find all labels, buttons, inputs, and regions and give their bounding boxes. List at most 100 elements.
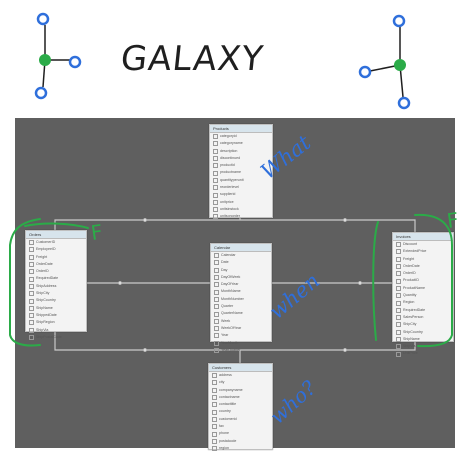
field-label: quantityperunit [220,177,244,182]
field-label: Year [221,333,229,338]
table-field-row[interactable]: Date [211,259,271,266]
table-field-row[interactable]: ShipName [393,336,453,343]
table-field-row[interactable]: categoryname [210,140,272,147]
table-field-row[interactable]: QuarterName [211,310,271,317]
table-field-row[interactable]: ShipCountry [26,297,86,304]
table-field-row[interactable]: contacttitle [209,401,272,408]
table-field-row[interactable]: ShipPostalCode [26,334,86,341]
table-field-row[interactable]: ShippedDate [26,312,86,319]
table-field-row[interactable]: OrderID [393,270,453,277]
table-field-row[interactable]: MonthName [211,288,271,295]
field-checkbox [29,320,34,326]
field-checkbox [396,285,401,291]
field-label: ShipName [403,336,420,341]
table-field-row[interactable]: phone [209,430,272,437]
table-field-row[interactable]: postalcode [209,438,272,445]
table-field-row[interactable]: address [209,372,272,379]
table-field-row[interactable]: ProductID [393,277,453,284]
table-field-row[interactable]: DayOfYear [211,281,271,288]
table-field-row[interactable]: ExtendedPrice [393,248,453,255]
table-field-row[interactable]: SalesPerson [393,314,453,321]
table-field-row[interactable]: CustomerID [26,239,86,246]
field-checkbox [396,307,401,313]
table-field-row[interactable]: unitsinstock [210,206,272,213]
table-field-row[interactable]: Day [211,267,271,274]
field-checkbox [29,247,34,253]
table-field-row[interactable]: YearQuarter [211,347,271,354]
table-field-row[interactable]: fax [209,423,272,430]
table-field-row[interactable]: Region [393,299,453,306]
field-checkbox [213,185,218,191]
table-field-row[interactable]: MonthNumber [211,296,271,303]
field-checkbox [29,291,34,297]
table-field-row[interactable]: RequiredDate [393,307,453,314]
table-field-row[interactable]: Freight [26,254,86,261]
table-field-row[interactable]: OrderDate [393,263,453,270]
table-field-row[interactable]: companyname [209,387,272,394]
table-field-row[interactable]: Calendar [211,252,271,259]
field-checkbox [214,289,219,295]
table-field-row[interactable]: description [210,148,272,155]
table-field-row[interactable]: Year [211,332,271,339]
field-label: country [219,409,231,414]
table-field-row[interactable]: country [209,408,272,415]
field-label: unitprice [220,199,234,204]
table-field-row[interactable]: WeekOfYear [211,325,271,332]
field-label: Date [221,260,229,265]
table-field-row[interactable]: unitprice [210,199,272,206]
table-field-row[interactable]: ShipCity [26,290,86,297]
table-field-row[interactable]: EmployeeID [26,246,86,253]
table-field-row[interactable]: categoryid [210,133,272,140]
table-field-row[interactable]: ShipVia [393,343,453,350]
table-field-row[interactable]: reorderlevel [210,184,272,191]
table-field-row[interactable]: productid [210,162,272,169]
table-field-row[interactable]: UnitPrice [393,350,453,357]
table-field-row[interactable]: ShipVia [26,327,86,334]
field-checkbox [396,293,401,299]
field-checkbox [396,249,401,255]
field-checkbox [213,156,218,162]
field-label: phone [219,431,229,436]
table-field-row[interactable]: DayOfWeek [211,274,271,281]
table-field-row[interactable]: Quantity [393,292,453,299]
table-field-row[interactable]: ShipRegion [26,319,86,326]
table-field-row[interactable]: ShipName [26,305,86,312]
table-field-row[interactable]: RequiredDate [26,275,86,282]
table-field-row[interactable]: YearMonth [211,340,271,347]
table-field-row[interactable]: contactname [209,394,272,401]
table-field-row[interactable]: productname [210,169,272,176]
field-checkbox [396,337,401,342]
table-field-row[interactable]: Discount [393,241,453,248]
table-field-row[interactable]: discontinued [210,155,272,162]
table-field-row[interactable]: Freight [393,256,453,263]
table-field-row[interactable]: city [209,379,272,386]
field-checkbox [213,207,218,213]
field-label: RequiredDate [403,307,426,312]
field-label: Discount [403,242,417,246]
field-checkbox [29,262,34,268]
field-label: ShipRegion [36,320,55,325]
table-field-row[interactable]: supplierid [210,191,272,198]
table-field-row[interactable]: ShipAddress [26,283,86,290]
table-field-row[interactable]: Week [211,318,271,325]
table-field-row[interactable]: ShipCity [393,321,453,328]
field-label: RequiredDate [36,276,59,281]
title-handwriting: GALAXY [120,39,266,79]
table-field-row[interactable]: ProductName [393,285,453,292]
field-label: discontinued [220,155,241,160]
table-field-row[interactable]: unitsonorder [210,213,272,220]
table-field-row[interactable]: ShipCountry [393,329,453,336]
table-field-row[interactable]: quantityperunit [210,177,272,184]
table-field-row[interactable]: customerid [209,416,272,423]
field-checkbox [396,271,401,277]
table-field-row[interactable]: Quarter [211,303,271,310]
field-checkbox [29,254,34,260]
table-field-row[interactable]: OrderDate [26,261,86,268]
table-field-row[interactable]: OrderID [26,268,86,275]
